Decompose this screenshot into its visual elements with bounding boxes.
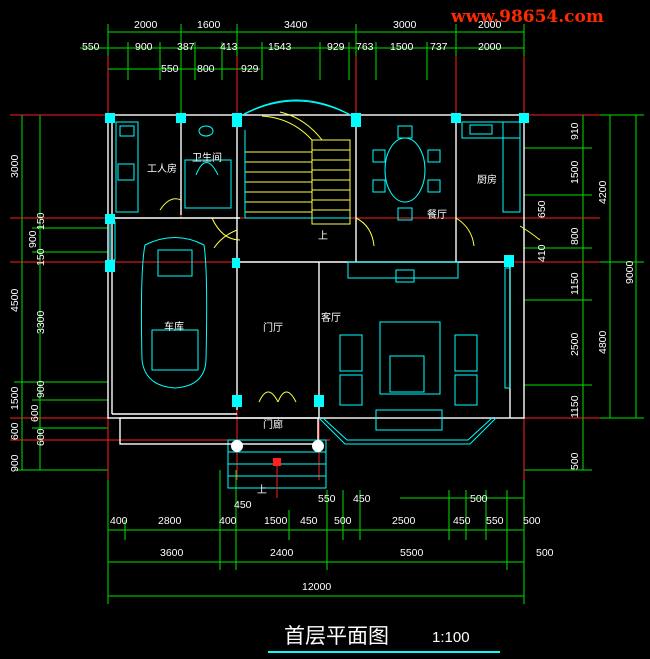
dim-text: 500 <box>536 547 554 559</box>
porch-up-label: 上 <box>257 484 267 496</box>
bay-windows <box>109 99 511 445</box>
dim-text: 550 <box>82 41 100 53</box>
dim-text: 2000 <box>478 19 502 31</box>
room-label-garage: 车库 <box>164 320 184 333</box>
dim-text: 2800 <box>158 515 182 527</box>
dim-text: 450 <box>234 499 252 511</box>
dim-text: 800 <box>569 227 581 245</box>
dim-text: 387 <box>177 41 195 53</box>
doors <box>159 198 541 403</box>
dim-text: 500 <box>470 493 488 505</box>
dim-text: 1500 <box>264 515 288 527</box>
dim-text: 800 <box>197 63 215 75</box>
dim-text: 150 <box>35 248 47 266</box>
dim-text: 500 <box>334 515 352 527</box>
dim-text: 450 <box>453 515 471 527</box>
drawing-scale: 1:100 <box>432 629 470 646</box>
dim-text: 550 <box>318 493 336 505</box>
dim-text: 600 <box>9 422 21 440</box>
dim-text: 650 <box>536 200 548 218</box>
room-label-worker: 工人房 <box>147 162 177 175</box>
dim-text: 4500 <box>9 288 21 312</box>
dim-text: 1500 <box>569 160 581 184</box>
dim-text: 1500 <box>9 386 21 410</box>
dim-text: 3600 <box>160 547 184 559</box>
dim-text: 4800 <box>597 330 609 354</box>
dim-text: 550 <box>161 63 179 75</box>
dim-text: 12000 <box>302 581 331 593</box>
dim-text: 400 <box>110 515 128 527</box>
staircase <box>245 111 351 225</box>
dim-text: 3400 <box>284 19 308 31</box>
dim-text: 5500 <box>400 547 424 559</box>
dim-text: 450 <box>300 515 318 527</box>
dim-text: 900 <box>27 230 39 248</box>
dim-text: 2500 <box>569 332 581 356</box>
room-label-living: 客厅 <box>321 311 341 324</box>
structural-columns <box>105 113 529 407</box>
dim-text: 3000 <box>9 154 21 178</box>
dim-text: 1600 <box>197 19 221 31</box>
dim-text: 929 <box>241 63 259 75</box>
dim-text: 929 <box>327 41 345 53</box>
dim-text: 1150 <box>569 272 581 295</box>
dim-text: 900 <box>35 380 47 398</box>
dim-text: 9000 <box>624 260 636 284</box>
dim-text: 910 <box>569 122 581 140</box>
room-label-porch: 门廊 <box>263 418 283 431</box>
dim-text: 4200 <box>597 180 609 204</box>
dimension-text-top: 2000 1600 3400 3000 2000 550 900 387 413… <box>82 19 502 75</box>
room-label-foyer: 门厅 <box>263 321 283 334</box>
dim-text: 150 <box>35 212 47 230</box>
room-label-bath: 卫生间 <box>192 151 222 164</box>
drawing-title: 首层平面图 <box>284 624 389 648</box>
dim-text: 763 <box>356 41 374 53</box>
dimension-text-right: 910 1500 650 800 410 1150 2500 1150 500 … <box>536 122 636 470</box>
dim-text: 500 <box>523 515 541 527</box>
furniture <box>115 121 521 431</box>
dim-text: 1543 <box>268 41 292 53</box>
dim-text: 737 <box>430 41 448 53</box>
dim-text: 400 <box>219 515 237 527</box>
room-labels: 工人房 卫生间 餐厅 厨房 上 车库 门厅 客厅 门廊 上 <box>147 151 497 496</box>
dim-text: 450 <box>353 493 371 505</box>
dim-text: 3000 <box>393 19 417 31</box>
dim-text: 410 <box>536 244 548 262</box>
dim-text: 2000 <box>134 19 158 31</box>
dim-text: 2000 <box>478 41 502 53</box>
dim-text: 2500 <box>392 515 416 527</box>
dim-text: 2400 <box>270 547 294 559</box>
dimension-text-bottom: 450 550 450 500 400 2800 400 1500 450 50… <box>110 493 554 593</box>
dim-text: 1500 <box>390 41 414 53</box>
dimension-text-left: 3000 4500 1500 600 900 150 900 150 3300 … <box>9 154 47 472</box>
dim-text: 900 <box>9 454 21 472</box>
dim-text: 3300 <box>35 310 47 334</box>
axis-grid <box>10 56 600 480</box>
dim-text: 900 <box>135 41 153 53</box>
dim-text: 600 <box>29 404 41 422</box>
dim-text: 500 <box>569 452 581 470</box>
stair-up-label: 上 <box>318 230 328 242</box>
dim-text: 550 <box>486 515 504 527</box>
stair-lines <box>244 130 350 219</box>
site-watermark: www.98654.com <box>450 7 604 27</box>
entry-porch <box>119 417 327 498</box>
room-label-kitchen: 厨房 <box>477 173 497 186</box>
dim-text: 1150 <box>569 395 581 418</box>
dim-text: 600 <box>35 428 47 446</box>
room-label-dining: 餐厅 <box>427 208 447 221</box>
dim-text: 413 <box>220 41 238 53</box>
